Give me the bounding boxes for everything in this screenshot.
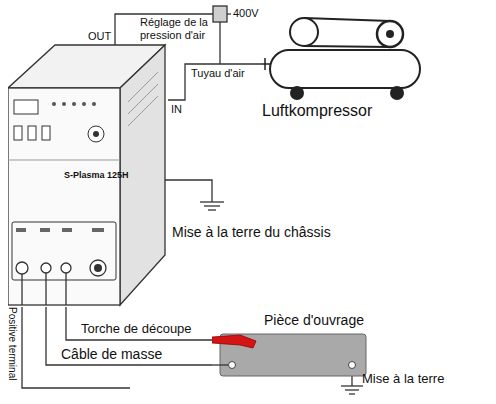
ground-symbol [349,393,355,394]
cable-label: Câble de masse [60,346,163,362]
cable [66,307,212,340]
chassis-ground-wire [165,180,212,202]
pressure-regulator [213,6,227,22]
cable-label: Torche de découpe [80,322,193,337]
cable [46,307,212,365]
node-label: S-Plasma 125H [64,170,129,180]
air-compressor: Luftkompressor [262,12,432,124]
power-lead [227,13,231,14]
port-label: OUT [88,30,111,43]
ground-symbol [208,209,216,210]
port-label: IN [171,103,182,116]
ground-symbol [341,385,363,386]
regulator-label: Réglage de la pression d'air [140,16,216,41]
workpiece: Pièce d'ouvrage [212,312,372,378]
ground-symbol [204,205,220,206]
terminal-label: Positive terminal [6,304,18,384]
ground-label: Mise à la terre du châssis [172,224,331,240]
node-label: Pièce d'ouvrage [264,312,364,328]
ground-symbol [200,201,224,202]
plasma-cutter: S-Plasma 125H [8,42,168,307]
regulator-line [219,22,220,64]
cable [168,64,262,100]
voltage-label: 400V [233,7,259,20]
cable-label: Tuyau d'air [190,67,246,80]
ground-symbol [345,389,359,390]
node-label: Luftkompressor [262,102,372,120]
ground-label: Mise à la terre [362,372,444,387]
